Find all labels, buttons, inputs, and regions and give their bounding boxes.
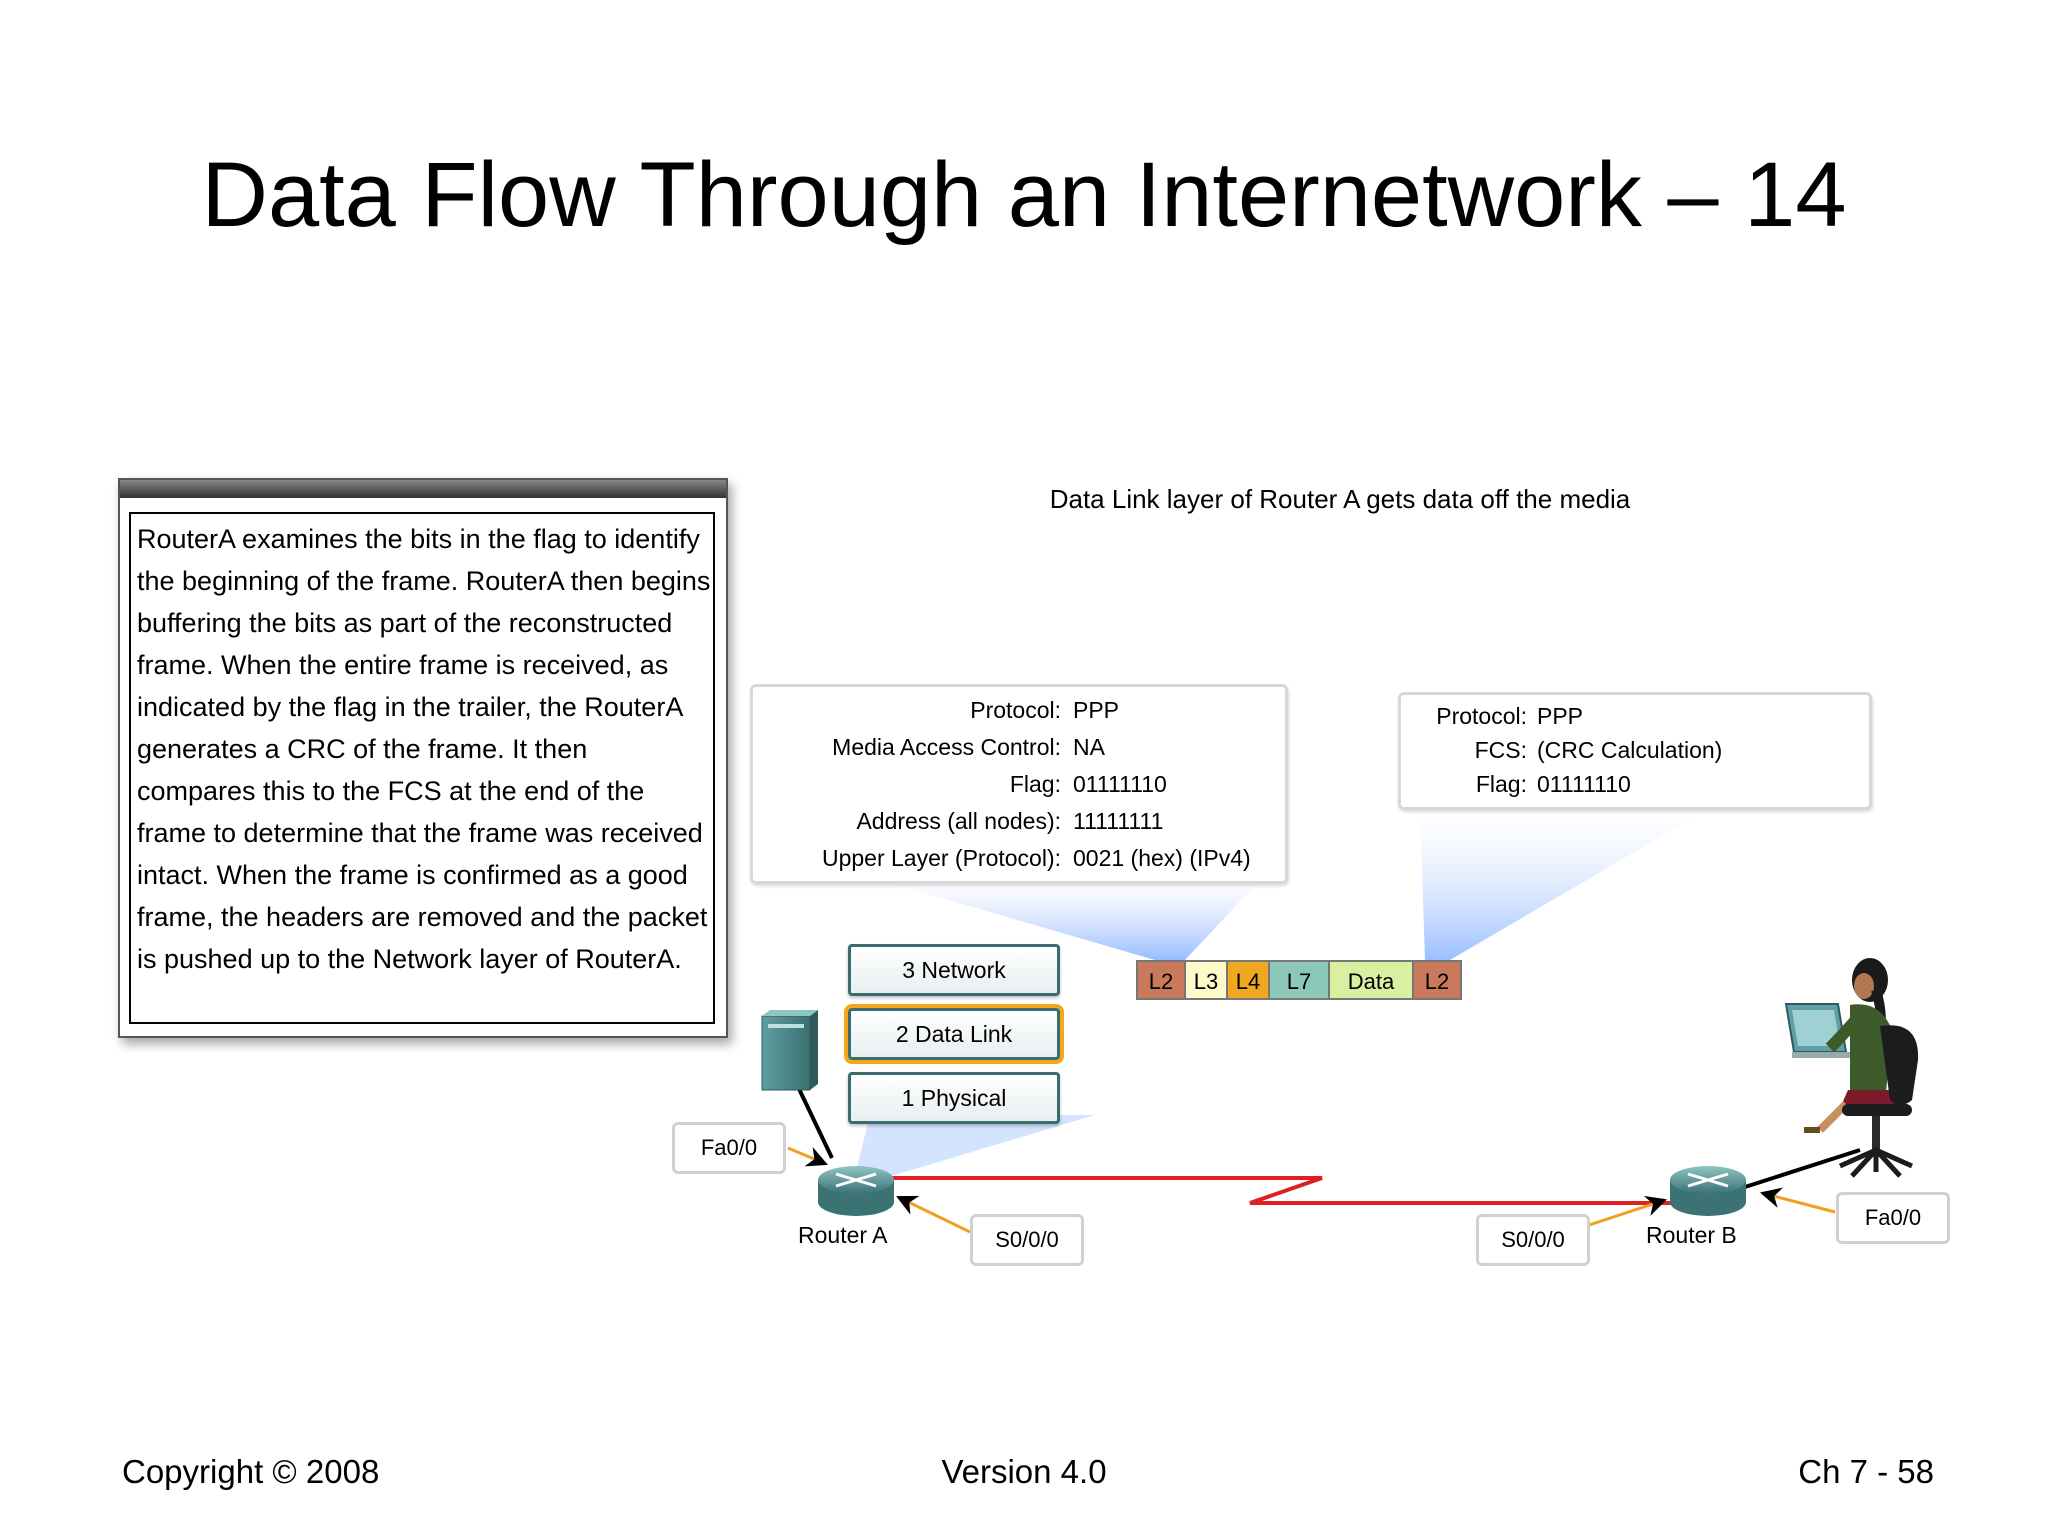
header-address-value: 11111111 xyxy=(1073,808,1164,834)
router-a-icon xyxy=(818,1166,894,1216)
header-flag-label: Flag: xyxy=(1009,771,1061,797)
description-box-border: RouterA examines the bits in the flag to… xyxy=(129,512,715,1024)
trailer-flag-value: 01111110 xyxy=(1537,771,1631,797)
layer-data-link: 2 Data Link xyxy=(848,1008,1060,1060)
frame-header-info-box: Protocol: PPP Media Access Control: NA F… xyxy=(750,684,1288,884)
server-icon xyxy=(761,1010,818,1091)
frame-l3-header: L3 xyxy=(1184,960,1228,1000)
footer-copyright: Copyright © 2008 xyxy=(122,1453,380,1490)
router-b-icon xyxy=(1670,1166,1746,1216)
diagram-caption: Data Link layer of Router A gets data of… xyxy=(1049,484,1631,514)
header-mac-label: Media Access Control: xyxy=(832,734,1061,760)
header-protocol-value: PPP xyxy=(1073,697,1120,723)
header-mac-value: NA xyxy=(1073,734,1105,760)
trailer-protocol-label: Protocol: xyxy=(1436,703,1527,729)
header-protocol-label: Protocol: xyxy=(970,697,1061,723)
header-beam xyxy=(880,880,1260,960)
footer-version: Version 4.0 xyxy=(941,1453,1107,1490)
trailer-fcs-value: (CRC Calculation) xyxy=(1537,737,1723,763)
footer-page-number: Ch 7 - 58 xyxy=(1798,1453,1934,1490)
router-a-label: Router A xyxy=(798,1222,888,1248)
router-a-s-arrow xyxy=(896,1195,971,1234)
router-b-fa-label: Fa0/0 xyxy=(1836,1192,1950,1244)
header-upper-layer-label: Upper Layer (Protocol): xyxy=(821,845,1061,871)
frame-l4-header: L4 xyxy=(1226,960,1270,1000)
header-upper-layer-value: 0021 (hex) (IPv4) xyxy=(1073,845,1251,871)
frame-l7-header: L7 xyxy=(1268,960,1330,1000)
trailer-fcs-label: FCS: xyxy=(1474,737,1527,763)
router-b-s-arrow xyxy=(1579,1195,1667,1230)
description-box-titlebar xyxy=(120,480,726,498)
frame-l2-trailer: L2 xyxy=(1412,960,1462,1000)
trailer-protocol-value: PPP xyxy=(1537,703,1584,729)
description-text: RouterA examines the bits in the flag to… xyxy=(137,524,711,974)
layer-network: 3 Network xyxy=(848,944,1060,996)
router-a-s-label: S0/0/0 xyxy=(970,1214,1084,1266)
wan-serial-link xyxy=(862,1176,1680,1205)
router-b-label: Router B xyxy=(1646,1222,1737,1248)
trailer-flag-label: Flag: xyxy=(1475,771,1527,797)
router-b-lan-cable xyxy=(1744,1148,1861,1189)
router-b-s-label: S0/0/0 xyxy=(1476,1214,1590,1266)
slide-title: Data Flow Through an Internetwork – 14 xyxy=(201,144,1847,246)
frame-data: Data xyxy=(1328,960,1414,1000)
frame-trailer-info-box: Protocol: PPP FCS: (CRC Calculation) Fla… xyxy=(1398,692,1872,810)
header-flag-value: 01111110 xyxy=(1073,771,1167,797)
description-box: RouterA examines the bits in the flag to… xyxy=(118,478,728,1038)
layer-physical: 1 Physical xyxy=(848,1072,1060,1124)
trailer-beam xyxy=(1420,808,1710,960)
frame-l2-header: L2 xyxy=(1136,960,1186,1000)
physical-beam xyxy=(855,1115,1095,1175)
user-at-computer-icon xyxy=(1784,958,1919,1178)
router-b-fa-arrow xyxy=(1759,1187,1836,1214)
header-address-label: Address (all nodes): xyxy=(856,808,1061,834)
router-a-fa-label: Fa0/0 xyxy=(672,1122,786,1174)
router-a-fa-arrow xyxy=(787,1146,828,1167)
